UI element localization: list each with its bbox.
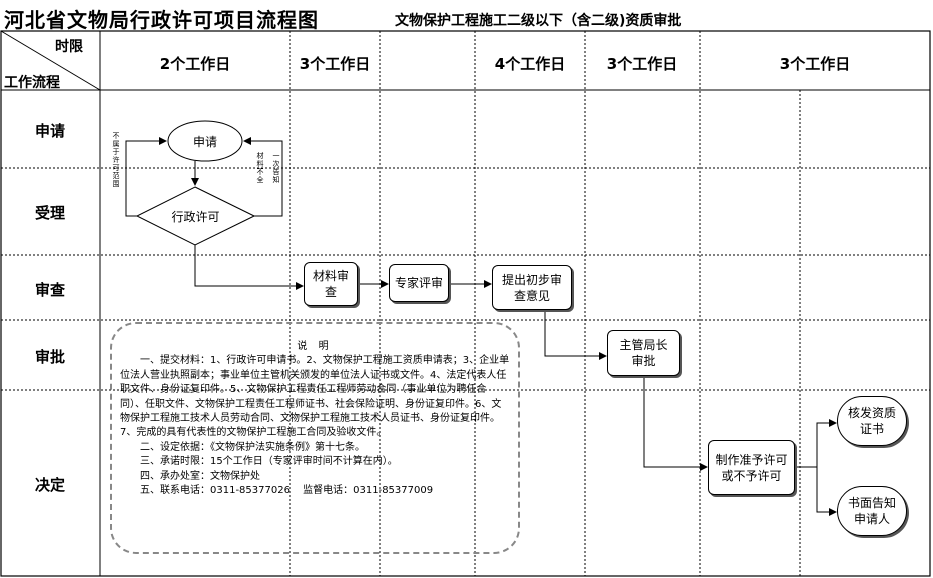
time-header-1: 2个工作日 [159, 55, 231, 73]
note-time-limit: 三、承诺时限：15个工作日（专家评审时间不计算在内）。 [140, 456, 398, 468]
time-header-3: 4个工作日 [494, 55, 566, 73]
note-one-time-notice: 一次告知 [272, 152, 280, 184]
time-header-4: 3个工作日 [606, 55, 678, 73]
node-expert-review: 专家评审 [389, 264, 449, 302]
note-incomplete-materials: 材料不全 [256, 152, 264, 184]
node-decision: 制作准予许可或不予许可 [708, 440, 795, 495]
node-issue-certificate: 核发资质证书 [837, 396, 907, 446]
node-initial-opinion: 提出初步审查意见 [492, 265, 572, 310]
node-permit: 行政许可 [171, 209, 220, 224]
note-out-of-scope: 不属于许可范围 [112, 132, 120, 188]
page-subtitle: 文物保护工程施工二级以下（含二级)资质审批 [395, 13, 682, 29]
corner-time-label: 时限 [55, 39, 83, 55]
page-title: 河北省文物局行政许可项目流程图 [4, 8, 319, 32]
row-label-decide: 决定 [34, 476, 65, 494]
note-department: 四、承办处室：文物保护处 [140, 470, 260, 482]
row-label-approve: 审批 [34, 348, 65, 366]
node-notify-applicant: 书面告知申请人 [837, 486, 907, 536]
row-label-apply: 申请 [34, 122, 65, 140]
row-label-accept: 受理 [34, 204, 65, 222]
time-header-5: 3个工作日 [779, 55, 851, 73]
note-phones: 五、联系电话：0311-85377026 监督电话：0311-85377009 [140, 485, 434, 497]
time-header-2: 3个工作日 [299, 55, 371, 73]
note-materials: 一、提交材料：1、行政许可申请书。2、文物保护工程施工资质申请表；3、企业单位法… [120, 355, 510, 439]
corner-flow-label: 工作流程 [4, 75, 60, 91]
note-basis: 二、设定依据：《文物保护法实施条例》第十七条。 [140, 441, 365, 453]
node-apply: 申请 [192, 134, 217, 149]
row-label-review: 审查 [34, 281, 65, 299]
node-review-materials: 材料审查 [304, 262, 358, 306]
note-heading: 说 明 [297, 341, 333, 352]
explanation-note: 说 明 一、提交材料：1、行政许可申请书。2、文物保护工程施工资质申请表；3、企… [110, 322, 520, 554]
node-director-approval: 主管局长审批 [607, 330, 680, 376]
